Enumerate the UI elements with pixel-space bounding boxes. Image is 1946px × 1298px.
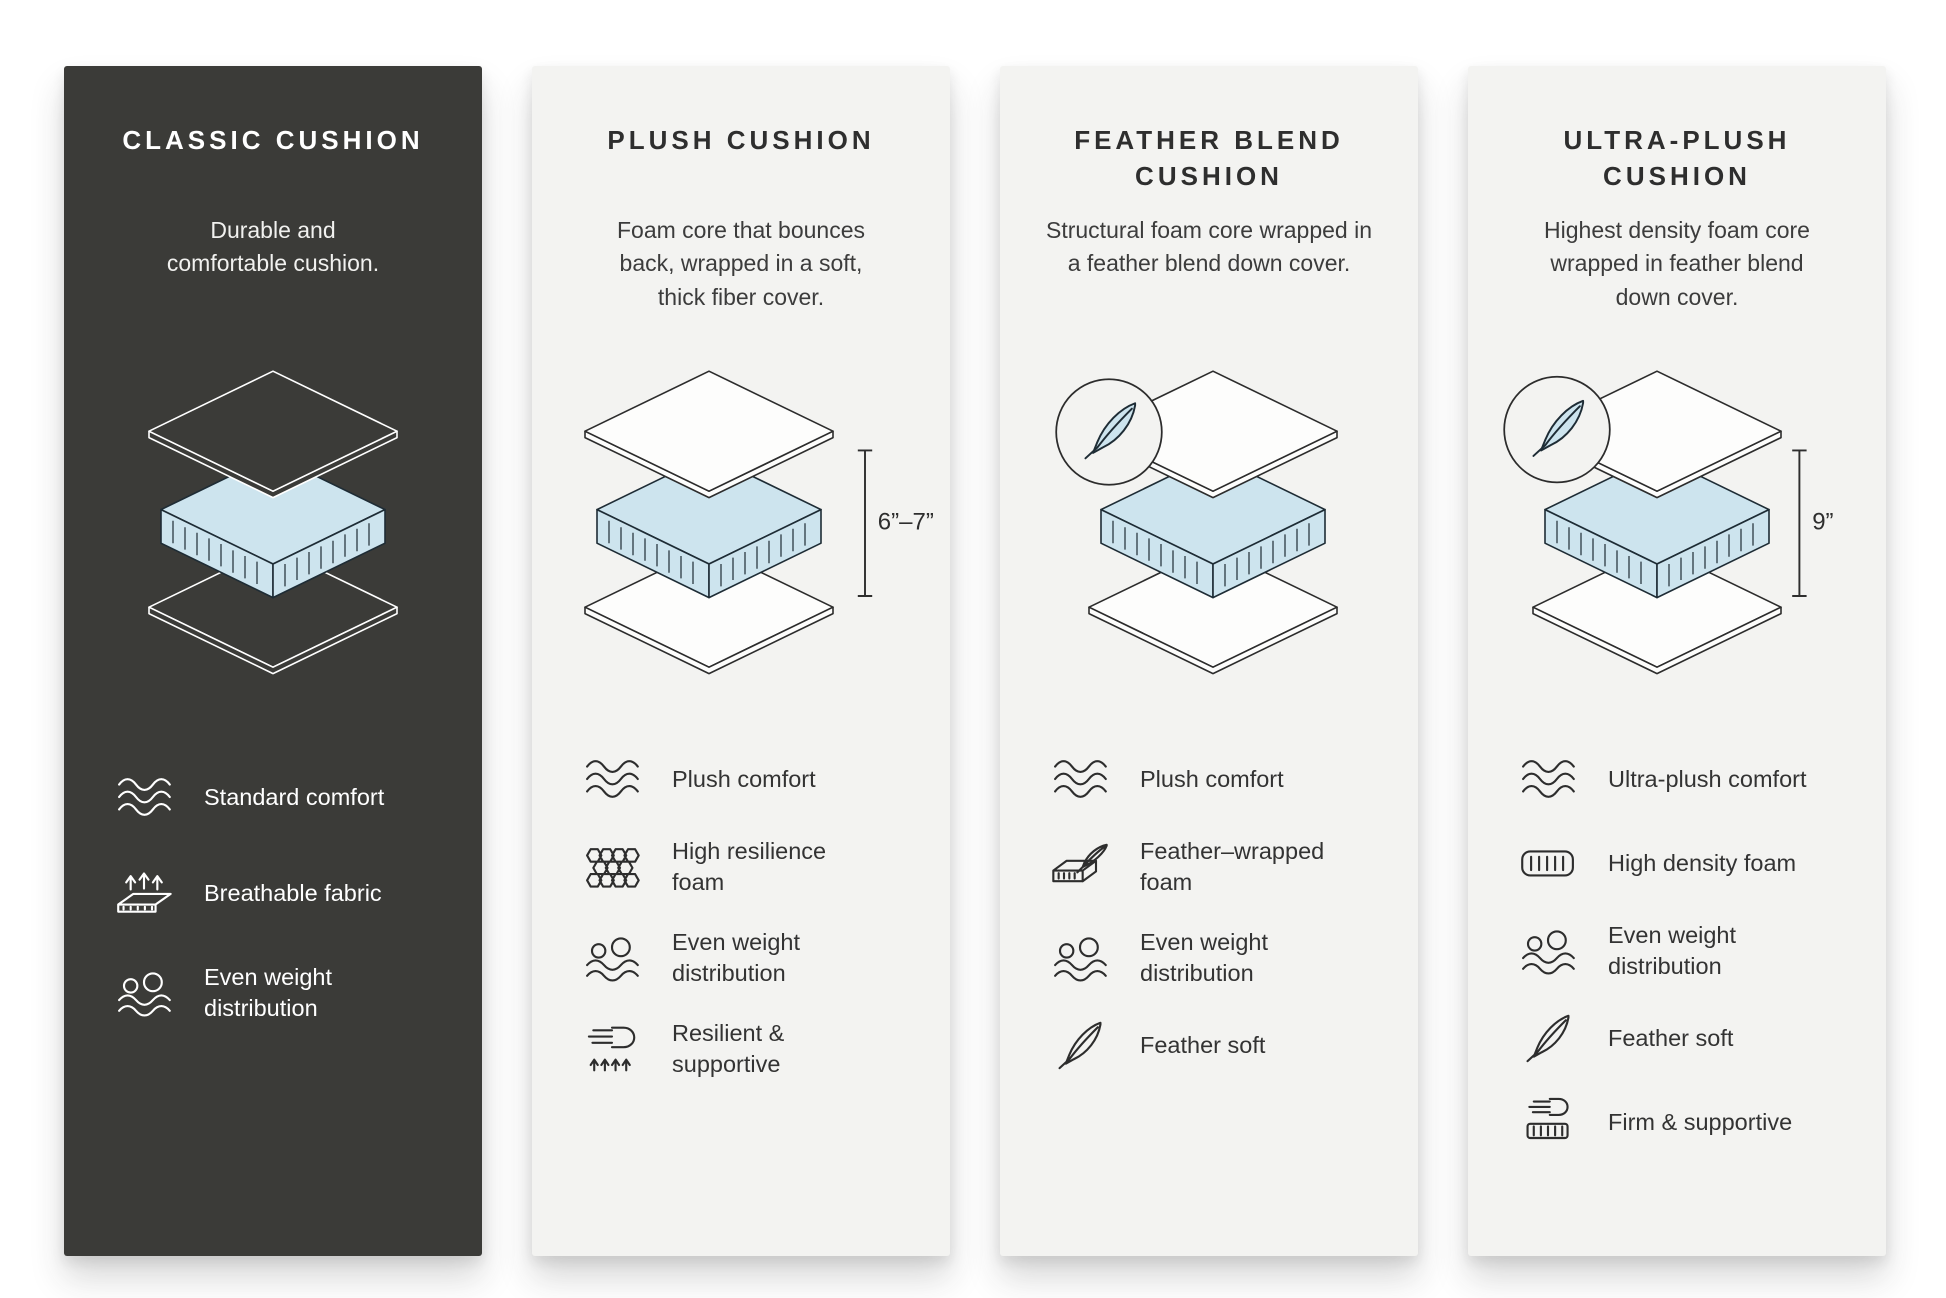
panel-plush-cushion: PLUSH CUSHION Foam core that bounces bac… [532, 66, 950, 1256]
cushion-stack [584, 370, 834, 675]
foam-hatch-left [172, 520, 258, 584]
foam-hatch-left [1556, 520, 1642, 584]
foam-hatch-right [1668, 523, 1754, 587]
feature-row: Feather soft [1048, 1018, 1392, 1072]
feature-list: Plush comfort High resilience foam Even … [558, 752, 924, 1079]
cushion-layers-illustration [1055, 370, 1338, 675]
height-measurement: 9” [1792, 449, 1834, 597]
cushion-stack [148, 370, 398, 675]
foam-hatch-right [284, 523, 370, 587]
feather-icon [1084, 402, 1137, 460]
cushion-diagram: 6”–7” [558, 342, 934, 690]
feather-icon [1516, 1011, 1580, 1065]
feature-label: Firm & supportive [1608, 1108, 1793, 1135]
panel-title: ULTRA-PLUSH CUSHION [1563, 125, 1791, 192]
foam-hatch-left [1112, 520, 1198, 584]
feature-row: Firm & supportive [1516, 1095, 1860, 1149]
feature-label: Even weight distribution [1608, 922, 1737, 979]
foam-hatch-right [1224, 523, 1310, 587]
feather-badge [1503, 375, 1611, 484]
cushion-bottom-cover-rim [148, 606, 398, 675]
feature-list: Ultra-plush comfort High density foam [1494, 752, 1860, 1149]
feather-icon [1048, 1018, 1112, 1072]
panel-description: Foam core that bounces back, wrapped in … [616, 217, 866, 310]
feature-row: Breathable fabric [112, 866, 456, 920]
breathable-fabric-icon [112, 866, 176, 920]
feature-label: Ultra-plush comfort [1608, 765, 1807, 792]
feature-row: Feather–wrapped foam [1048, 836, 1392, 897]
feature-row: Even weight distribution [1516, 920, 1860, 981]
cushion-diagram [1026, 342, 1392, 690]
feather-icon [1532, 399, 1585, 457]
pressing-hand-icon [580, 1022, 644, 1076]
cushion-layers-illustration: 9” [1503, 370, 1834, 675]
feature-label: Feather soft [1140, 1031, 1266, 1058]
panel-title: FEATHER BLEND CUSHION [1074, 125, 1344, 192]
height-measurement: 6”–7” [857, 449, 934, 597]
feature-row: Plush comfort [580, 752, 924, 806]
foam-hatch-right [720, 523, 806, 587]
feature-row: Even weight distribution [112, 962, 456, 1023]
measurement-label: 9” [1812, 509, 1833, 536]
foam-hatch-left [608, 520, 694, 584]
feature-row: Standard comfort [112, 770, 456, 824]
panel-classic-cushion: CLASSIC CUSHION Durable and comfortable … [64, 66, 482, 1256]
cushion-layers-illustration: 6”–7” [584, 370, 934, 675]
weight-distribution-icon [580, 931, 644, 985]
cushion-bottom-cover-rim [1532, 606, 1782, 675]
feature-label: Even weight distribution [204, 964, 333, 1021]
cushion-diagram: 9” [1494, 342, 1860, 690]
weight-distribution-icon [1516, 924, 1580, 978]
waves-icon [580, 752, 644, 806]
panel-feather-blend-cushion: FEATHER BLEND CUSHION Structural foam co… [1000, 66, 1418, 1256]
feature-label: Even weight distribution [672, 929, 801, 986]
waves-icon [1516, 752, 1580, 806]
firm-supportive-icon [1516, 1095, 1580, 1149]
feature-label: Breathable fabric [204, 879, 382, 906]
cushion-layers-illustration [148, 370, 398, 675]
feature-row: Ultra-plush comfort [1516, 752, 1860, 806]
cushion-bottom-cover-rim [1088, 606, 1338, 675]
feature-label: Feather soft [1608, 1024, 1734, 1051]
feature-label: Standard comfort [204, 783, 385, 810]
feature-row: Even weight distribution [580, 927, 924, 988]
feature-label: High resilience foam [672, 838, 827, 895]
high-density-foam-icon [1516, 836, 1580, 890]
feature-label: Feather–wrapped foam [1140, 838, 1325, 895]
waves-icon [1048, 752, 1112, 806]
feature-row: Even weight distribution [1048, 927, 1392, 988]
waves-icon [112, 770, 176, 824]
feature-row: Feather soft [1516, 1011, 1860, 1065]
cushion-top-cover [148, 370, 398, 492]
panel-title: CLASSIC CUSHION [122, 125, 424, 155]
panel-description: Durable and comfortable cushion. [166, 217, 380, 277]
feature-row: Plush comfort [1048, 752, 1392, 806]
cushion-top-cover [584, 370, 834, 492]
panel-ultra-plush-cushion: ULTRA-PLUSH CUSHION Highest density foam… [1468, 66, 1886, 1256]
measurement-label: 6”–7” [878, 509, 934, 536]
feather-badge [1055, 378, 1163, 486]
feature-row: Resilient & supportive [580, 1018, 924, 1079]
feature-label: Plush comfort [672, 765, 816, 792]
feature-label: Plush comfort [1140, 765, 1284, 792]
panel-description: Structural foam core wrapped in a feathe… [1046, 217, 1372, 277]
panel-description: Highest density foam core wrapped in fea… [1544, 217, 1810, 310]
feather-wrapped-foam-icon [1048, 840, 1112, 894]
honeycomb-icon [580, 840, 644, 894]
cushion-diagram [90, 342, 456, 690]
feature-label: High density foam [1608, 849, 1797, 876]
feature-label: Resilient & supportive [672, 1020, 785, 1077]
cushion-comparison-board: CLASSIC CUSHION Durable and comfortable … [64, 66, 1886, 1256]
feature-row: High resilience foam [580, 836, 924, 897]
panel-title: PLUSH CUSHION [607, 125, 875, 155]
feature-label: Even weight distribution [1140, 929, 1269, 986]
cushion-bottom-cover-rim [584, 606, 834, 675]
weight-distribution-icon [112, 966, 176, 1020]
feature-row: High density foam [1516, 836, 1860, 890]
feature-list: Standard comfort Breathable fabric [90, 770, 456, 1023]
feature-list: Plush comfort Feather–wrapped foam [1026, 752, 1392, 1072]
weight-distribution-icon [1048, 931, 1112, 985]
